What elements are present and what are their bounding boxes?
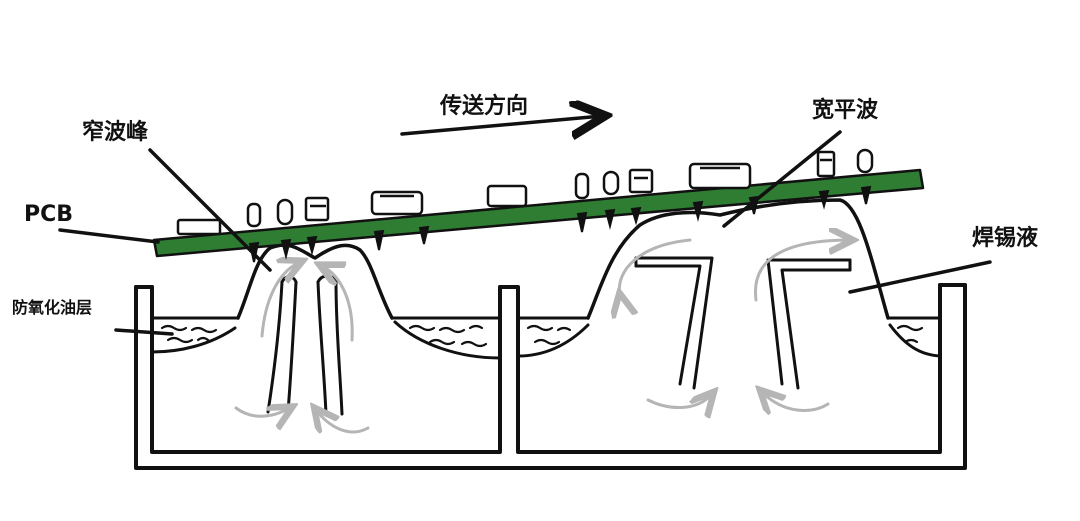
label-direction: 传送方向 [440,94,529,119]
wide-nozzle [634,256,852,390]
narrow-nozzle [266,274,344,416]
oil-squiggles [160,324,488,348]
oil-layer-right [516,316,942,358]
pcb-components [176,148,874,236]
label-narrow-wave: 窄波峰 [82,120,149,145]
flow-arrows [234,240,850,432]
pcb-pins [248,185,872,263]
wide-wave-outline [586,198,890,320]
pcb-board [152,168,925,258]
narrow-wave-outline [236,243,394,320]
oil-squiggles-right [526,324,924,346]
direction-arrow [400,116,602,134]
label-solder-liquid: 焊锡液 [972,226,1039,251]
leader-lines [58,130,992,336]
label-pcb: PCB [24,202,74,227]
label-oxidation-oil: 防氧化油层 [12,298,93,317]
label-wide-wave: 宽平波 [812,98,879,123]
solder-tank [134,283,967,470]
oil-layer-left [150,316,502,360]
